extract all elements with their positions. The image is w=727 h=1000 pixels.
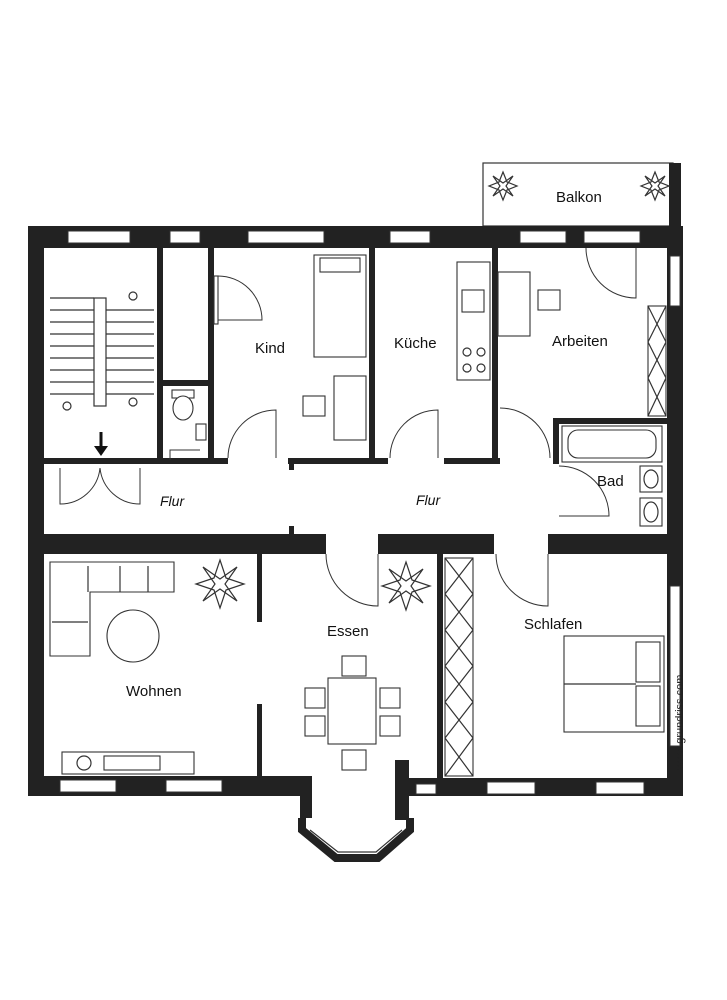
essen-door — [325, 553, 379, 607]
room-label-kind: Kind — [255, 340, 285, 357]
sofa — [49, 561, 175, 657]
windows-right — [669, 255, 681, 747]
room-label-flur-left: Flur — [160, 493, 185, 509]
kitchen-door — [389, 409, 439, 459]
room-label-kueche: Küche — [394, 335, 437, 352]
bay-window — [298, 818, 414, 862]
room-label-essen: Essen — [327, 623, 369, 640]
room-label-wohnen: Wohnen — [126, 683, 182, 700]
arbeiten-furniture — [497, 271, 667, 417]
corridor-marker — [289, 526, 294, 534]
room-label-flur-right: Flur — [416, 492, 441, 508]
tv-cabinet — [61, 751, 195, 775]
room-label-arbeiten: Arbeiten — [552, 333, 608, 350]
entry-arrow-icon — [94, 432, 108, 456]
kind-doors — [217, 275, 277, 459]
arbeiten-doors — [499, 247, 637, 459]
wardrobe — [444, 557, 474, 777]
corridor-marker — [289, 464, 294, 470]
bathtub — [561, 425, 663, 463]
room-label-balkon: Balkon — [556, 189, 602, 206]
round-table — [106, 609, 160, 663]
watermark: www.grundriss.com — [674, 675, 686, 771]
staircase — [50, 291, 154, 411]
wc-door — [169, 449, 200, 460]
plant-icon — [487, 170, 519, 202]
plant-icon — [639, 170, 671, 202]
entry-door — [59, 467, 141, 505]
wc-toilet — [171, 389, 207, 441]
dining-set — [304, 655, 401, 771]
double-bed — [563, 635, 665, 733]
plant-icon — [380, 560, 432, 612]
kind-furniture — [213, 254, 367, 441]
bad-fixtures — [639, 465, 663, 527]
windows-bottom — [59, 779, 645, 795]
room-label-schlafen: Schlafen — [524, 616, 582, 633]
schlafen-door — [495, 553, 549, 607]
interior-walls — [44, 248, 667, 778]
plant-icon — [194, 558, 246, 610]
bad-door — [558, 465, 610, 517]
windows-top — [67, 230, 641, 244]
kitchen-counter — [456, 261, 491, 381]
room-label-bad: Bad — [597, 473, 624, 490]
